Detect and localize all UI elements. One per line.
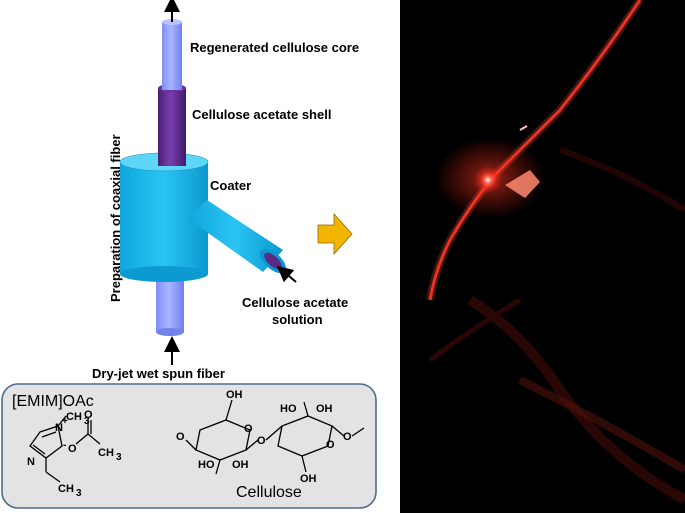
cellulose-o-right: O xyxy=(343,431,352,443)
minus-sign: - xyxy=(63,440,66,451)
cellulose-oh-bottom: OH xyxy=(300,473,317,485)
core-label: Regenerated cellulose core xyxy=(190,40,359,55)
chemistry-panel: [EMIM]OAc N + CH 3 N CH 3 O O - CH 3 xyxy=(1,383,377,509)
coaxial-apparatus xyxy=(119,0,297,365)
cellulose-oh-2: OH xyxy=(316,403,333,415)
o-minus: O xyxy=(68,443,77,455)
ch3-c: CH xyxy=(98,447,114,459)
sub3-b: 3 xyxy=(76,488,82,499)
cellulose-o-link: O xyxy=(257,435,266,447)
ionic-liquid-label: [EMIM]OAc xyxy=(12,393,94,410)
core-tube xyxy=(162,19,182,90)
emim-structure xyxy=(29,415,101,483)
solution-label-line2: solution xyxy=(272,312,323,327)
sub3-c: 3 xyxy=(116,452,122,463)
solution-label-line1: Cellulose acetate xyxy=(242,295,348,310)
inlet-fiber-tube xyxy=(156,278,184,336)
cellulose-ho-1: HO xyxy=(198,459,215,471)
ch3-a: CH xyxy=(66,411,82,423)
o-double: O xyxy=(84,409,93,421)
cellulose-ho-2: HO xyxy=(280,403,297,415)
ch3-b: CH xyxy=(58,483,74,495)
n-plus-atom: N xyxy=(55,422,63,434)
coater-label: Coater xyxy=(210,178,251,193)
process-arrow-icon xyxy=(317,212,353,256)
cellulose-o-left: O xyxy=(176,431,185,443)
sub3-a: 3 xyxy=(84,416,90,427)
cellulose-oh-top: OH xyxy=(226,389,243,401)
fiber-photo xyxy=(400,0,685,513)
vertical-label: Preparation of coaxial fiber xyxy=(108,134,123,302)
cellulose-oh-1: OH xyxy=(232,459,249,471)
shell-label: Cellulose acetate shell xyxy=(192,107,331,122)
cellulose-o-ring2: O xyxy=(326,439,335,451)
n-atom: N xyxy=(27,456,35,468)
cellulose-o-ring1: O xyxy=(244,423,253,435)
fiber-label: Dry-jet wet spun fiber xyxy=(92,366,225,381)
shell-tube xyxy=(158,84,186,166)
solution-arrow-icon xyxy=(276,265,297,283)
cellulose-structure xyxy=(185,399,365,475)
cellulose-label: Cellulose xyxy=(236,484,302,501)
plus-sign: + xyxy=(62,416,68,427)
